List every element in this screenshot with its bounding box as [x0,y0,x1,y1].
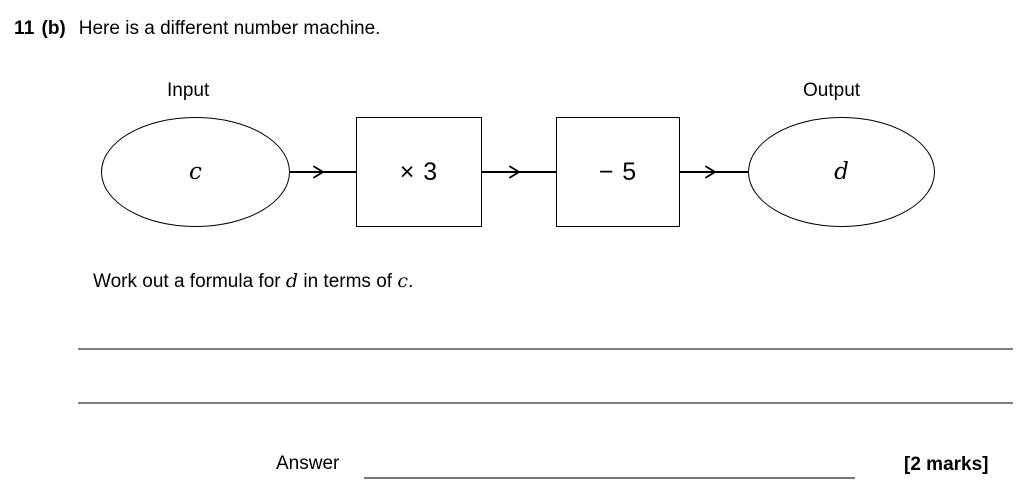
connector-subtract-to-output [680,165,748,179]
answer-row: Answer [2 marks] [0,452,1030,486]
input-node-inner: c [102,118,289,226]
question-part: (b) [41,18,66,39]
instruction-text-before: Work out a formula for [93,271,281,292]
instruction-variable-output: d [285,270,299,292]
answer-input-line[interactable] [364,477,855,479]
marks-label: [2 marks] [904,454,989,475]
input-node: c [101,117,290,227]
connector-input-to-multiply [290,165,356,179]
arrow-right-icon [313,165,325,179]
question-prompt: Here is a different number machine. [78,18,381,39]
output-node-inner: d [749,118,934,226]
question-number: 11 [14,18,35,39]
arrow-right-icon [705,165,717,179]
answer-label: Answer [276,453,340,474]
instruction-text-after: . [407,271,414,292]
operation-label-multiply: × 3 [399,157,439,186]
output-variable: d [834,158,849,185]
operation-box-multiply-inner: × 3 [357,118,481,226]
operation-box-subtract-inner: − 5 [557,118,679,226]
connector-multiply-to-subtract [482,165,556,179]
instruction-text: Work out a formula for d in terms of c. [93,268,413,295]
working-line[interactable] [78,348,1013,350]
arrow-right-icon [509,165,521,179]
instruction-variable-input: c [397,270,408,292]
operation-label-subtract: − 5 [598,157,638,186]
output-label: Output [803,80,861,101]
working-line[interactable] [78,402,1013,404]
input-label: Input [167,80,210,101]
operation-box-multiply: × 3 [356,117,482,227]
instruction-text-middle: in terms of [303,271,393,292]
operation-box-subtract: − 5 [556,117,680,227]
input-variable: c [189,158,202,185]
output-node: d [748,117,935,227]
number-machine-diagram: Input Output c × 3 − 5 [101,80,935,227]
question-header: 11 (b) Here is a different number machine. [14,16,380,42]
